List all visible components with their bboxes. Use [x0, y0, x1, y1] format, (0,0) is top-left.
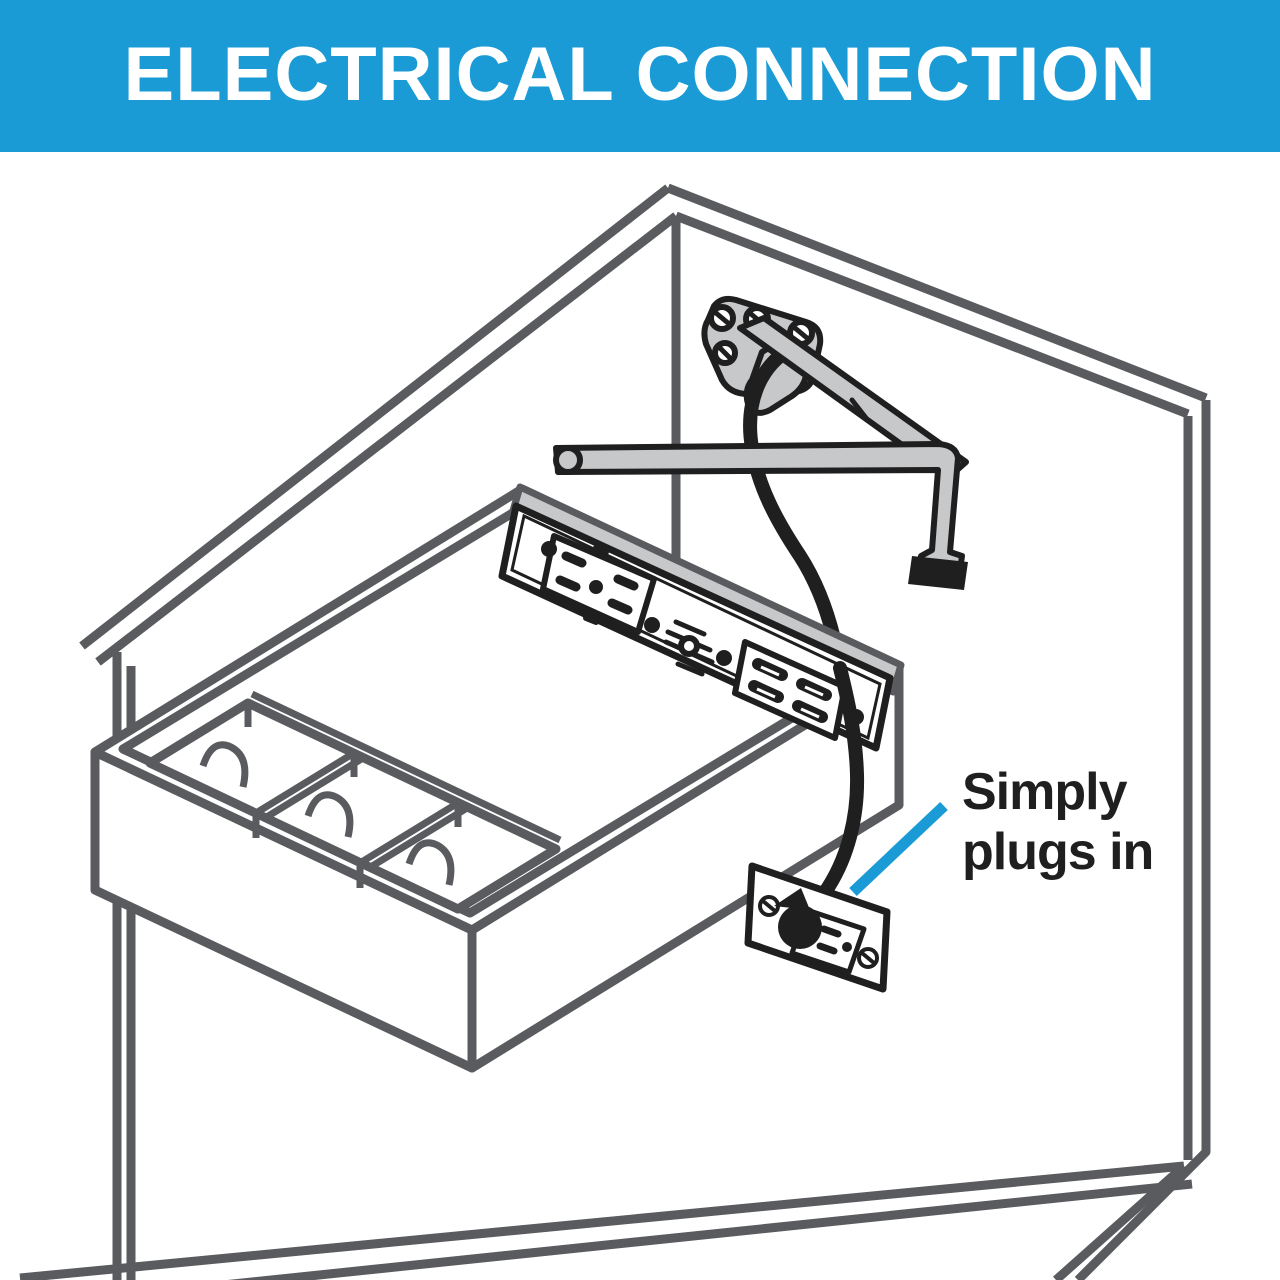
strip-screw-left	[541, 541, 557, 557]
arm-foot-pad	[908, 556, 968, 590]
tray-back-edge	[250, 690, 562, 844]
vent-dot-left	[644, 617, 660, 633]
usb-slots	[748, 658, 832, 723]
arm-link-joint	[849, 397, 869, 421]
wall-outlet	[744, 862, 891, 993]
cabinet-top-left-inner-edge	[95, 212, 679, 666]
callout-pointer-line	[849, 802, 948, 896]
tray-notch-3	[405, 839, 455, 886]
power-cord-lower	[813, 661, 865, 906]
tray-notch-2	[304, 791, 354, 838]
callout-line-1: Simply	[962, 763, 1128, 821]
outlet-ground	[589, 580, 603, 594]
arm-pivot	[553, 445, 583, 475]
power-strip	[498, 483, 905, 752]
tray-divider-1	[254, 750, 365, 821]
plug-body	[778, 905, 822, 949]
duplex-outlet	[540, 533, 657, 635]
vent-center	[678, 635, 700, 657]
cabinet	[19, 183, 1211, 1280]
plug-boot	[774, 888, 810, 910]
usb-ports	[732, 639, 848, 741]
plate-screw-left	[758, 895, 780, 917]
cutlery-tray	[145, 690, 562, 914]
outlet-detail	[583, 545, 609, 625]
receptacle-ground	[842, 942, 852, 952]
tray-outline	[145, 698, 561, 914]
power-cord-upper	[743, 339, 847, 675]
vent-dot-right	[716, 650, 732, 666]
tray-wall-edges	[244, 703, 462, 888]
tray-notch-1	[199, 741, 249, 788]
cabinet-right-outer-edge	[1074, 400, 1211, 1280]
outlet-slots	[555, 551, 639, 615]
power-plug	[774, 888, 822, 949]
title-banner: ELECTRICAL CONNECTION	[0, 0, 1280, 152]
speaker-vent	[644, 617, 732, 677]
tray-divider-2	[358, 800, 469, 871]
cabinet-top-right-outer-edge	[666, 183, 1208, 403]
cabinet-top-right-inner-edge	[674, 211, 1190, 419]
cabinet-bottom-front-edge-2	[227, 1179, 1193, 1280]
strip-inner-frame	[510, 513, 882, 741]
callout-label: Simply plugs in	[962, 762, 1222, 882]
mounting-arm	[553, 315, 969, 590]
cabinet-bottom-front-edge	[19, 1161, 1185, 1280]
page-title: ELECTRICAL CONNECTION	[123, 32, 1157, 117]
cabinet-top-left-outer-edge	[79, 184, 671, 650]
receptacle-slots	[816, 925, 842, 955]
plate-screw-right	[857, 947, 879, 969]
callout-line-2: plugs in	[962, 823, 1154, 881]
